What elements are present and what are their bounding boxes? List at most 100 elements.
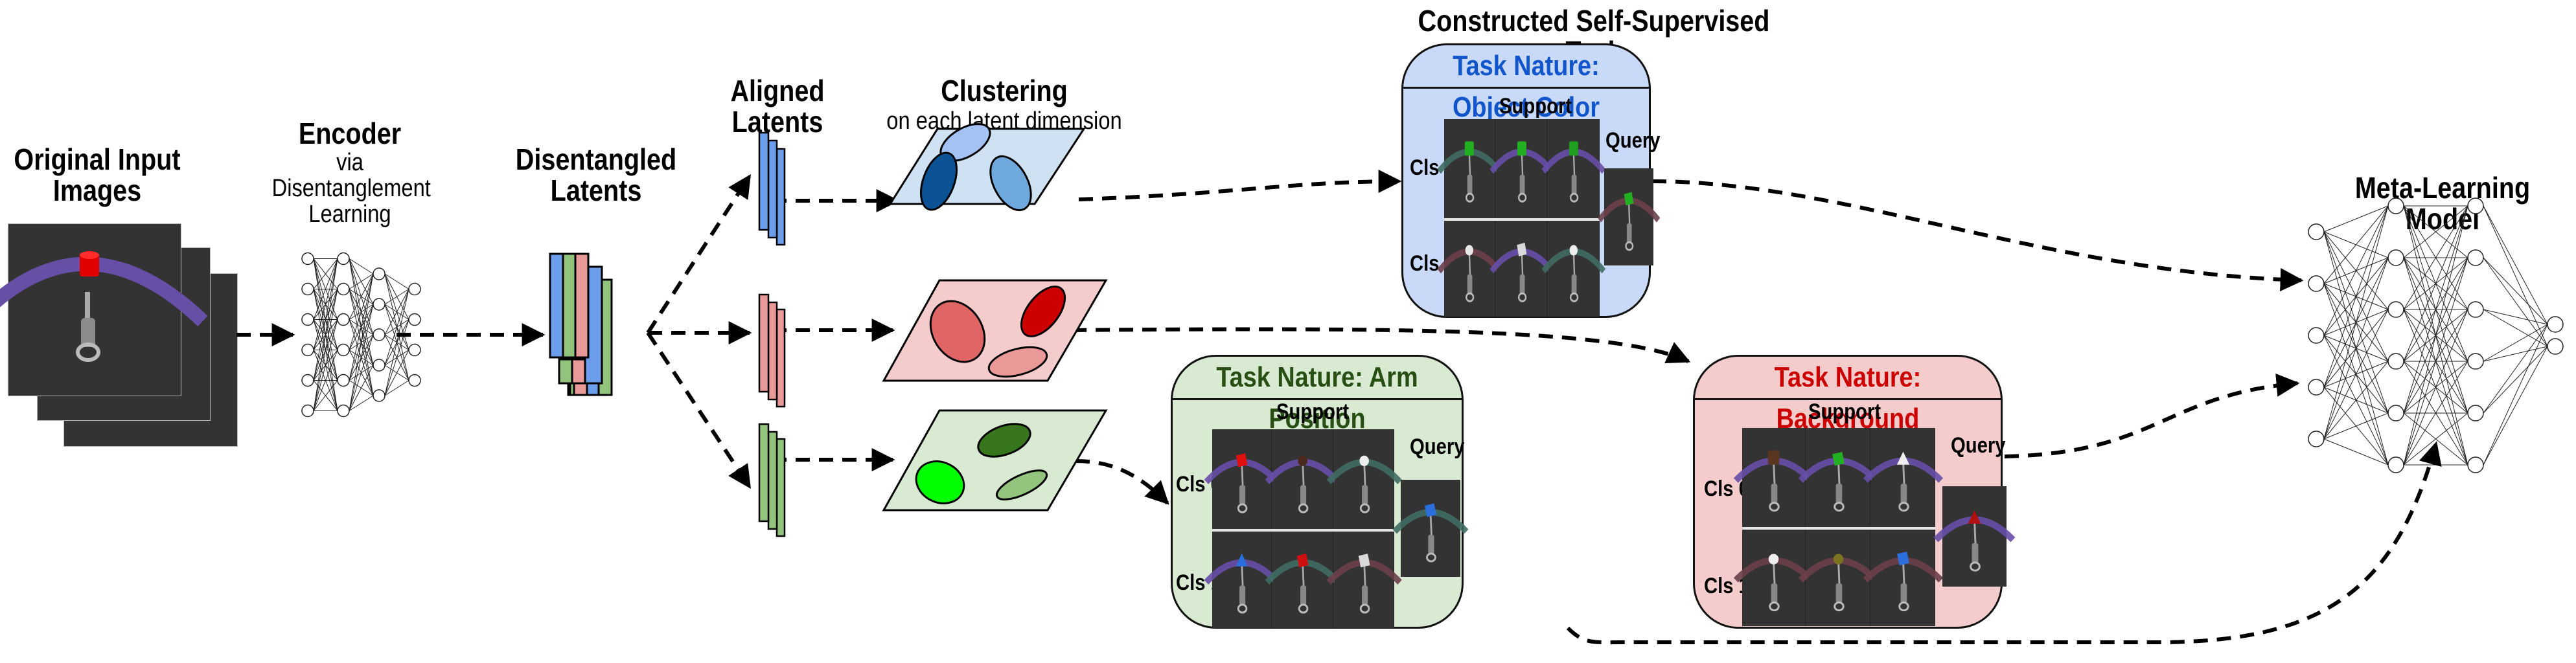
arm-base (1771, 583, 1778, 603)
network-node (2467, 301, 2484, 318)
arm-base (1428, 535, 1434, 554)
network-edge (384, 289, 409, 366)
encoder-network (301, 252, 421, 418)
aligned-green-back (776, 438, 786, 537)
object-cone (1896, 451, 1910, 465)
aligned-blue-middle (767, 139, 778, 239)
aligned-title-line1: Aligned (730, 74, 825, 107)
object-ball (1298, 455, 1308, 466)
arrow-arm-position-to-meta (1566, 441, 2442, 645)
object-cube (1832, 452, 1845, 466)
network-node (2387, 353, 2404, 370)
network-edge (349, 395, 374, 411)
query-label: Query (1410, 434, 1465, 459)
network-node (2467, 353, 2484, 370)
arm-foot (1769, 601, 1780, 612)
network-node (2308, 327, 2325, 344)
arm-foot (1570, 192, 1579, 203)
network-node (2467, 197, 2484, 214)
robot-arm-scene (1597, 192, 1661, 251)
arm-link (85, 292, 90, 331)
arm-foot (1834, 502, 1845, 512)
task-title-object-color: Task Nature: Object Color (1452, 50, 1600, 123)
arrow-cluster-blue-to-object-color (1078, 170, 1402, 201)
input-images-title: Original Input Images (14, 144, 181, 207)
aligned-latents-green (758, 423, 786, 537)
class-row-separator (1212, 528, 1394, 532)
arm-base (1835, 583, 1843, 603)
cluster-blue-mid (989, 155, 1032, 212)
arrow-background-to-meta (2004, 373, 2300, 458)
cluster-plane-red (882, 279, 1108, 382)
object-cylinder (80, 253, 99, 276)
task-header-background: Task Nature: Background (1695, 357, 2001, 434)
aligned-blue-front (758, 131, 770, 231)
network-node (2547, 338, 2564, 355)
aligned-latents-red (758, 293, 786, 408)
query-label: Query (1605, 128, 1661, 153)
arm-foot (1298, 503, 1309, 513)
arm-foot (1237, 503, 1248, 513)
support-image-cls1-2 (1541, 218, 1606, 317)
task-header-arm-position: Task Nature: Arm Position (1173, 357, 1462, 434)
network-edge (2483, 324, 2548, 414)
network-edge (2403, 205, 2468, 414)
arrow-latents-to-aligned-green (646, 332, 752, 489)
robot-arm-scene (1437, 141, 1502, 203)
support-image-cls0-2 (1541, 119, 1606, 218)
arm-foot (1466, 192, 1475, 203)
arm-base (1361, 585, 1368, 605)
network-node (2308, 275, 2325, 292)
latent-front-green (562, 253, 577, 359)
cluster-red-medium (929, 300, 986, 363)
object-cube (1236, 453, 1248, 467)
robot-arm-scene (1265, 455, 1341, 513)
arm-base (1467, 274, 1473, 294)
network-node (2308, 431, 2325, 447)
network-node (337, 313, 350, 326)
arm-foot (1834, 601, 1845, 612)
network-edge (2323, 309, 2389, 440)
support-image-cls0-1 (1489, 119, 1554, 218)
network-node (337, 374, 350, 387)
network-edge (313, 380, 338, 411)
plane-green (882, 409, 1108, 511)
arrow-object-color-to-meta (1651, 179, 2304, 291)
network-node (373, 267, 385, 280)
network-edge (384, 289, 409, 305)
network-edge (2403, 361, 2468, 466)
query-label: Query (1951, 433, 2006, 458)
arm-foot (1517, 292, 1526, 302)
encoder-subtitle: via Disentanglement Learning (272, 149, 431, 228)
arm-base (1239, 485, 1246, 505)
aligned-red-front (758, 293, 770, 393)
network-node (301, 252, 314, 265)
network-edge (384, 289, 409, 396)
encoder-subtitle-line1: via (336, 149, 363, 176)
network-node (301, 404, 314, 418)
support-image-cls1-0 (1204, 529, 1280, 628)
network-edge (313, 258, 338, 381)
arm-base (1626, 223, 1632, 243)
query-image-background (1933, 486, 2016, 587)
encoder-title: Encoder (298, 117, 402, 150)
meta-learning-network (2308, 197, 2564, 473)
network-edge (2323, 205, 2389, 336)
robot-arm-scene (1863, 552, 1944, 612)
cluster-plane-blue (888, 123, 1086, 212)
disentangled-title-line1: Disentangled (515, 142, 677, 176)
robot-arm-scene (1265, 553, 1341, 614)
support-grid-arm-position (1204, 429, 1402, 628)
robot-arm-scene (1437, 244, 1502, 302)
network-node (337, 282, 350, 296)
network-edge (2323, 412, 2389, 440)
network-edge (384, 289, 409, 335)
network-edge (349, 304, 374, 411)
network-node (2387, 197, 2404, 214)
aligned-green-front (758, 423, 770, 523)
task-header-object-color: Task Nature: Object Color (1403, 45, 1649, 123)
aligned-latents-title: Aligned Latents (722, 75, 833, 138)
network-edge (313, 258, 338, 350)
arm-base (1900, 583, 1907, 603)
network-edge (2403, 205, 2468, 362)
